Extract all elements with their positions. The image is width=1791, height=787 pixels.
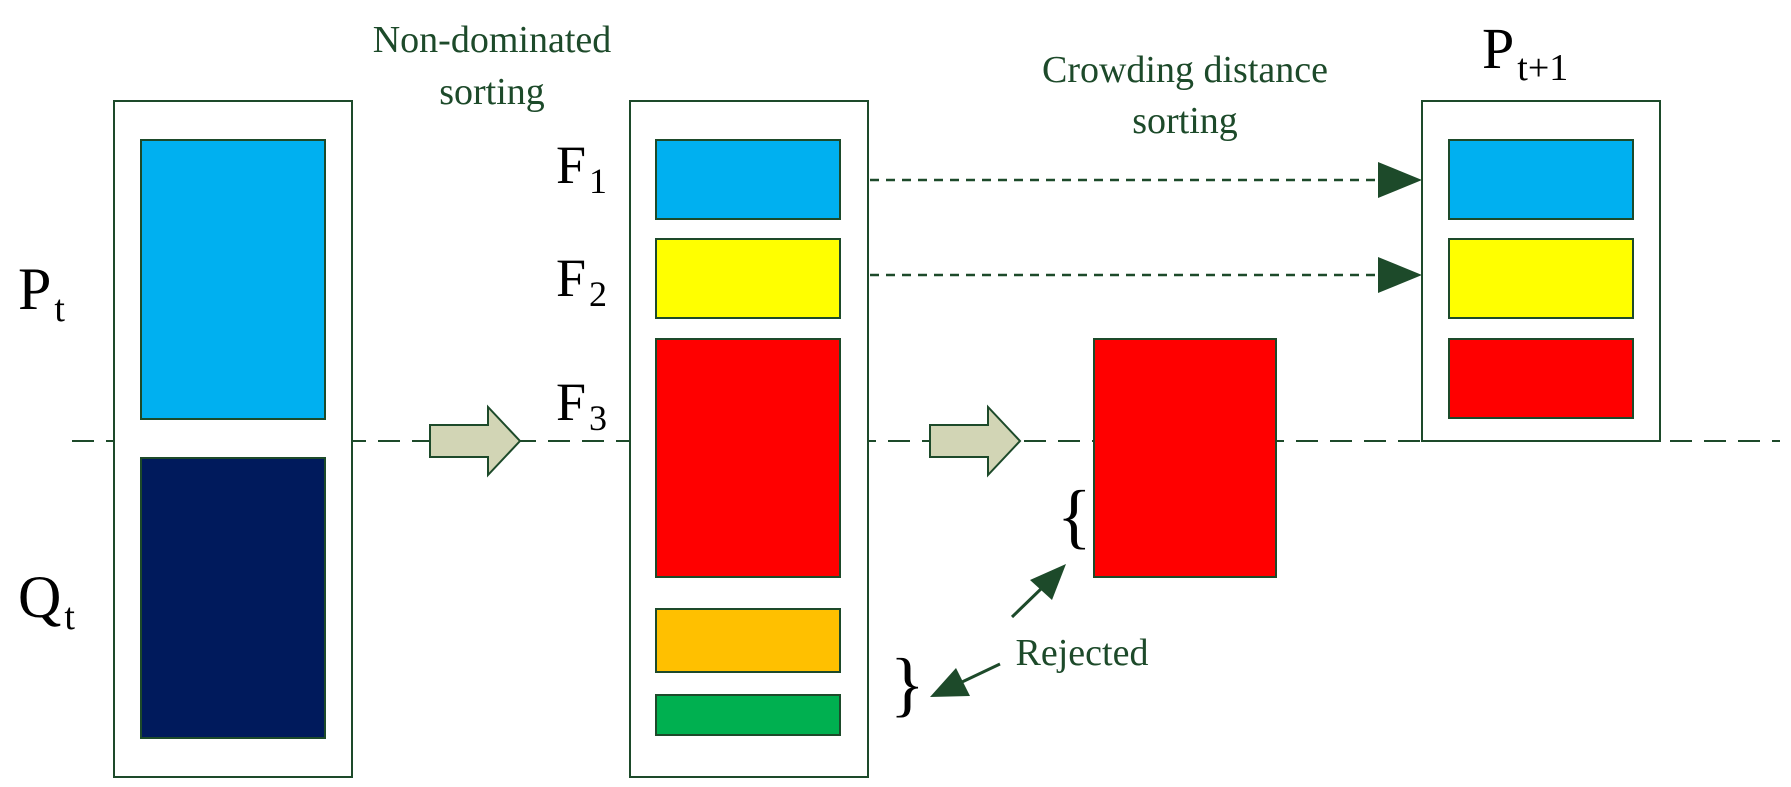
front-2-label: F2	[556, 248, 607, 314]
rejected-arrow-up-line	[1010, 584, 1046, 619]
front-2-block	[655, 238, 841, 319]
rejected-arrow-down-head	[930, 668, 970, 697]
front-1-block	[655, 139, 841, 220]
parent-population-block	[140, 139, 326, 420]
front-2-transfer-arrowhead	[1378, 257, 1422, 293]
crowding-flow-arrow	[929, 404, 1022, 478]
parent-population-label: Pt	[18, 256, 65, 330]
nondominated-caption-line2: sorting	[439, 71, 545, 113]
front-5-block	[655, 694, 841, 736]
next-population-label: Pt+1	[1482, 16, 1568, 89]
rejected-fronts-brace: }	[890, 644, 925, 724]
offspring-population-label: Qt	[18, 564, 75, 638]
front-3-block	[655, 338, 841, 578]
front-1-transfer-arrowhead	[1378, 162, 1422, 198]
rejected-arrow-up-head	[1030, 564, 1066, 600]
crowding-caption-line2: sorting	[1132, 100, 1238, 142]
next-front-2-block	[1448, 238, 1634, 319]
rejected-front-3-brace: {	[1057, 476, 1092, 556]
next-front-1-block	[1448, 139, 1634, 220]
offspring-population-block	[140, 457, 326, 739]
crowding-sorted-front-3-block	[1093, 338, 1277, 578]
rejected-arrow-down-line	[961, 662, 1001, 684]
front-4-block	[655, 608, 841, 673]
front-3-label: F3	[556, 372, 607, 438]
sort-flow-arrow	[429, 404, 522, 478]
next-front-3-block	[1448, 338, 1634, 419]
crowding-caption-line1: Crowding distance	[1042, 49, 1328, 91]
rejected-caption: Rejected	[1016, 632, 1149, 674]
front-1-label: F1	[556, 135, 607, 201]
nondominated-caption-line1: Non-dominated	[373, 19, 612, 61]
